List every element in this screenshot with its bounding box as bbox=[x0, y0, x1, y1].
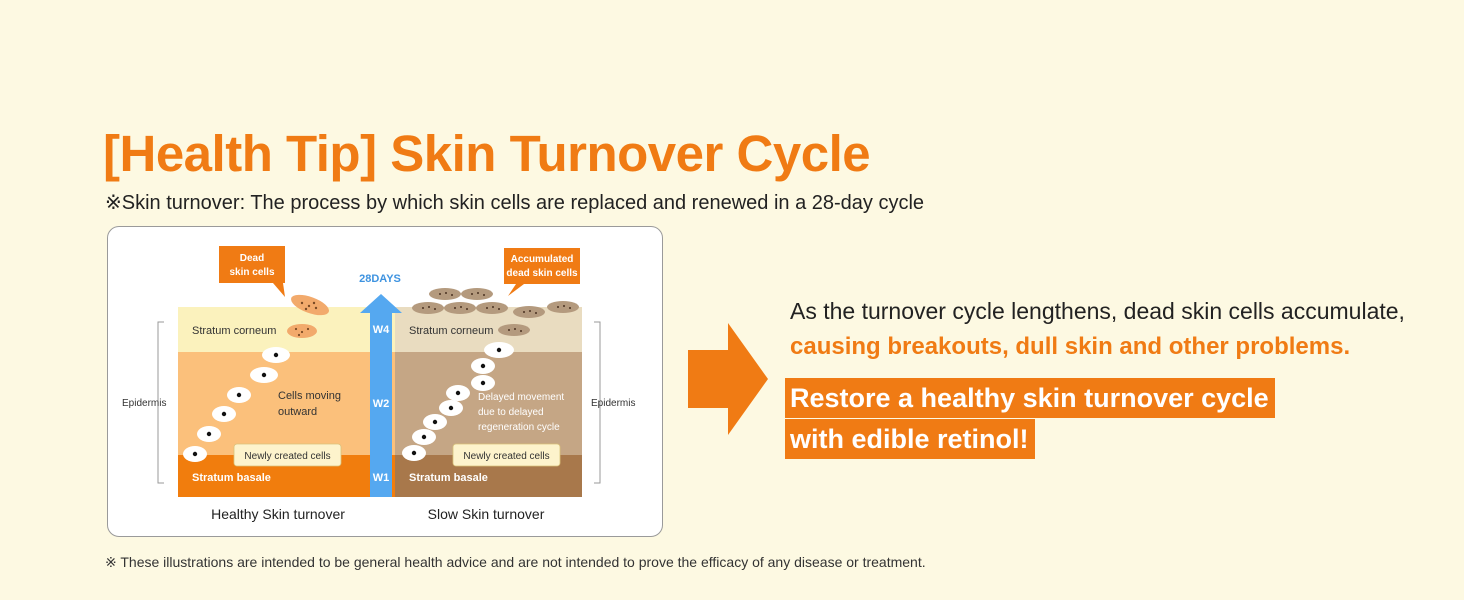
page-subtitle: ※Skin turnover: The process by which ski… bbox=[105, 192, 925, 214]
diagram-card: Epidermis Epidermis Dead skin cells Stra… bbox=[107, 226, 663, 537]
healthy-corneum-label: Stratum corneum bbox=[192, 325, 276, 337]
slow-movement-line1: Delayed movement bbox=[478, 392, 564, 403]
slow-callout-box bbox=[504, 248, 580, 284]
healthy-caption: Healthy Skin turnover bbox=[211, 506, 345, 522]
timeline-arrow bbox=[360, 294, 402, 497]
slow-cell-chain bbox=[402, 342, 514, 461]
slow-corneum-label: Stratum corneum bbox=[409, 325, 493, 337]
timeline-label: 28DAYS bbox=[359, 273, 401, 285]
disclaimer-footnote: ※ These illustrations are intended to be… bbox=[105, 554, 926, 570]
right-epidermis-label: Epidermis bbox=[591, 398, 635, 409]
accumulated-dead-cells bbox=[412, 288, 579, 336]
highlight-line1: Restore a healthy skin turnover cycle bbox=[785, 378, 1275, 418]
week1-label: W1 bbox=[373, 472, 390, 484]
skin-turnover-diagram: Epidermis Epidermis Dead skin cells Stra… bbox=[122, 246, 635, 522]
healthy-new-cells-label: Newly created cells bbox=[244, 451, 330, 462]
highlight-line2: with edible retinol! bbox=[785, 419, 1035, 459]
week2-label: W2 bbox=[373, 398, 390, 410]
slow-movement-line3: regeneration cycle bbox=[478, 422, 560, 433]
page-title: [Health Tip] Skin Turnover Cycle bbox=[103, 125, 871, 182]
slow-caption: Slow Skin turnover bbox=[428, 506, 545, 522]
slow-new-cells-tag bbox=[452, 443, 561, 467]
slow-basale-label: Stratum basale bbox=[409, 472, 488, 484]
healthy-new-cells-tag bbox=[233, 443, 342, 467]
healthy-movement-line2: outward bbox=[278, 406, 317, 418]
slow-movement-line2: due to delayed bbox=[478, 407, 544, 418]
healthy-cell-chain bbox=[183, 347, 290, 462]
healthy-callout-line2: skin cells bbox=[229, 267, 274, 278]
slow-new-cells-label: Newly created cells bbox=[463, 451, 549, 462]
right-bracket bbox=[594, 321, 601, 484]
left-bracket bbox=[157, 321, 164, 484]
healthy-corneum-layer bbox=[178, 307, 395, 352]
slow-callout-line1: Accumulated bbox=[511, 254, 574, 265]
healthy-callout-line1: Dead bbox=[240, 253, 264, 264]
right-arrow-icon bbox=[688, 323, 768, 435]
left-epidermis-label: Epidermis bbox=[122, 398, 166, 409]
healthy-basale-label: Stratum basale bbox=[192, 472, 271, 484]
slow-callout-line2: dead skin cells bbox=[506, 268, 578, 279]
description-line1: As the turnover cycle lengthens, dead sk… bbox=[790, 298, 1405, 324]
healthy-movement-line1: Cells moving bbox=[278, 390, 341, 402]
description-line2: causing breakouts, dull skin and other p… bbox=[790, 333, 1351, 360]
dead-cell-flake bbox=[291, 294, 329, 316]
healthy-callout-box bbox=[219, 246, 285, 283]
week4-label: W4 bbox=[373, 324, 390, 336]
